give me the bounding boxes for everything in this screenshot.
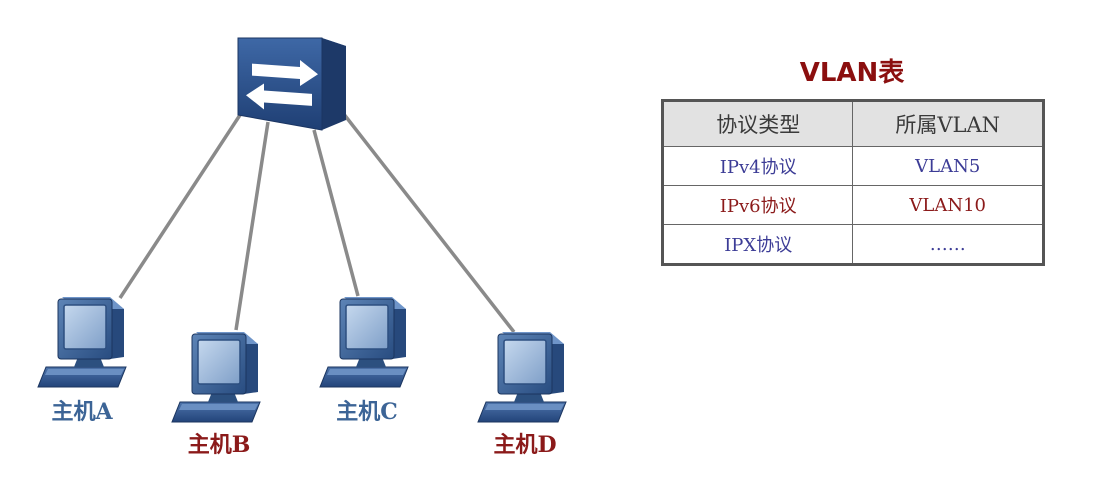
vlan-table-title: VLAN表 bbox=[799, 58, 905, 88]
vlan-cell: VLAN5 bbox=[852, 146, 1044, 186]
connection-lines bbox=[118, 111, 516, 334]
link-switch-host-a bbox=[118, 114, 242, 299]
vlan-cell: …… bbox=[852, 224, 1044, 265]
protocol-cell: IPX协议 bbox=[661, 224, 854, 265]
table-row: IPv4协议 VLAN5 bbox=[661, 146, 1044, 186]
protocol-cell: IPv4协议 bbox=[661, 146, 854, 186]
vlan-table: 协议类型 所属VLAN IPv4协议 VLAN5 IPv6协议 VLAN10 I… bbox=[661, 99, 1045, 266]
table-header-row: 协议类型 所属VLAN bbox=[661, 100, 1044, 147]
column-header-vlan: 所属VLAN bbox=[852, 100, 1044, 147]
host-c-label: 主机C bbox=[336, 399, 398, 425]
table-row: IPX协议 …… bbox=[661, 224, 1044, 265]
link-switch-host-d bbox=[341, 111, 516, 334]
network-switch-icon bbox=[237, 37, 346, 131]
column-header-protocol: 协议类型 bbox=[661, 100, 854, 147]
host-b-label: 主机B bbox=[187, 432, 251, 458]
host-c-computer-icon bbox=[319, 296, 409, 388]
link-switch-host-c bbox=[312, 129, 360, 297]
host-d-label: 主机D bbox=[493, 432, 557, 458]
host-b-computer-icon bbox=[171, 331, 261, 423]
vlan-cell: VLAN10 bbox=[852, 185, 1044, 225]
table-row: IPv6协议 VLAN10 bbox=[661, 185, 1044, 225]
host-a-label: 主机A bbox=[51, 399, 113, 425]
link-switch-host-b bbox=[234, 121, 270, 331]
protocol-cell: IPv6协议 bbox=[661, 185, 854, 225]
host-d-computer-icon bbox=[477, 331, 567, 423]
host-a-computer-icon bbox=[37, 296, 127, 388]
